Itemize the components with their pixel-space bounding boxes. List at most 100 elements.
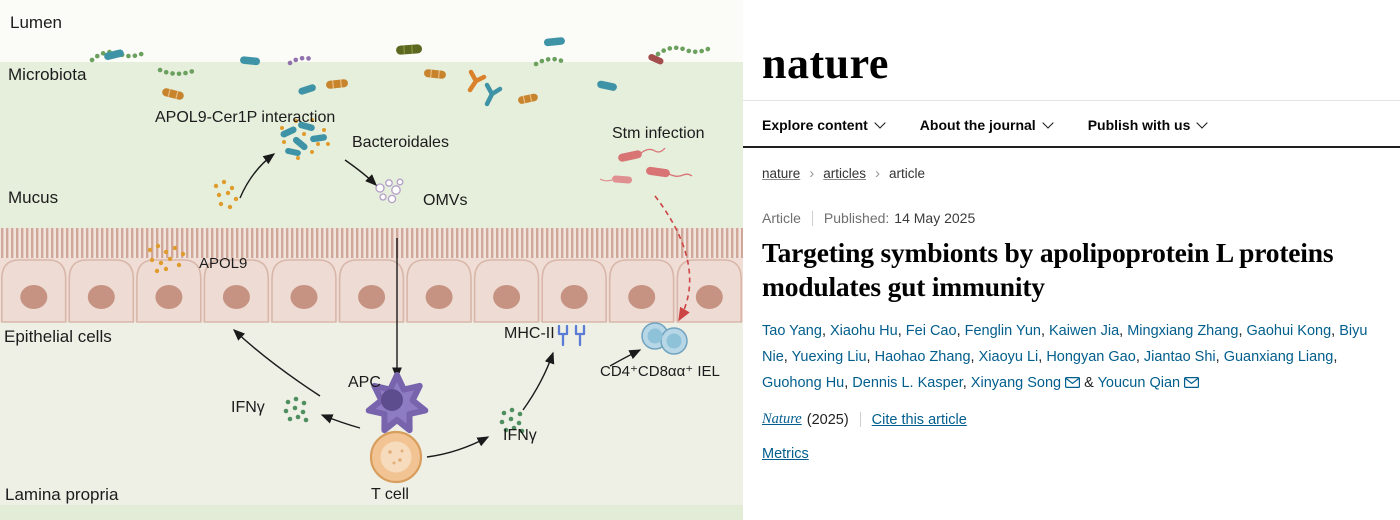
omv-vesicles xyxy=(375,178,404,204)
author-link[interactable]: Jiantao Shi xyxy=(1143,349,1216,366)
metrics-link[interactable]: Metrics xyxy=(762,446,809,463)
author-link[interactable]: Mingxiang Zhang xyxy=(1127,323,1239,340)
article-meta: Article Published: 14 May 2025 xyxy=(762,210,1376,226)
nav-item-about-the-journal[interactable]: About the journal xyxy=(919,116,1054,133)
signal-arrows xyxy=(232,153,642,458)
author-separator: , xyxy=(866,349,875,366)
author-separator: , xyxy=(783,349,792,366)
author-link[interactable]: Dennis L. Kasper xyxy=(852,375,963,392)
label-ifng-left: IFNγ xyxy=(231,399,265,416)
breadcrumb-articles[interactable]: articles xyxy=(823,166,867,181)
cite-link[interactable]: Cite this article xyxy=(871,411,967,428)
microbiota-bacteria xyxy=(89,37,711,107)
epithelial-cell-row xyxy=(1,259,742,323)
t-cell xyxy=(369,430,423,484)
author-link[interactable]: Guohong Hu xyxy=(762,375,845,392)
label-apc: APC xyxy=(348,374,381,391)
chevron-right-icon: › xyxy=(875,165,881,182)
breadcrumb: nature › articles › article xyxy=(762,165,1376,182)
envelope-icon[interactable] xyxy=(1065,377,1081,389)
journal-year: (2025) xyxy=(806,411,849,428)
breadcrumb-article: article xyxy=(889,166,926,181)
author-link[interactable]: Fenglin Yun xyxy=(964,323,1041,340)
author-separator: , xyxy=(1119,323,1128,340)
envelope-icon[interactable] xyxy=(1184,377,1200,389)
author-link[interactable]: Guanxiang Liang xyxy=(1223,349,1334,366)
pathway-diagram xyxy=(0,37,743,520)
author-link[interactable]: Fei Cao xyxy=(905,323,957,340)
author-link[interactable]: Youcun Qian xyxy=(1097,375,1181,392)
label-microbiota: Microbiota xyxy=(8,65,87,84)
author-link[interactable]: Xiaohu Hu xyxy=(830,323,898,340)
ifng-dots-left xyxy=(283,396,309,423)
apc-cell xyxy=(365,372,429,434)
author-separator: , xyxy=(844,375,853,392)
author-separator: , xyxy=(970,349,979,366)
journal-row: Nature (2025) Cite this article xyxy=(762,411,1376,428)
author-separator: , xyxy=(821,323,830,340)
label-omvs: OMVs xyxy=(423,192,468,209)
author-link[interactable]: Xinyang Song xyxy=(970,375,1062,392)
label-lumen: Lumen xyxy=(10,13,62,32)
label-iel: CD4⁺CD8αα⁺ IEL xyxy=(600,363,720,380)
journal-link[interactable]: Nature xyxy=(762,411,802,428)
chevron-down-icon xyxy=(1042,116,1054,129)
divider xyxy=(743,100,1400,101)
iel-cells xyxy=(641,322,688,355)
label-mhc-ii: MHC-II xyxy=(504,325,555,342)
metrics-row: Metrics xyxy=(762,445,1376,463)
label-t-cell: T cell xyxy=(371,486,409,503)
author-separator: , xyxy=(1135,349,1144,366)
author-separator: , xyxy=(962,375,971,392)
chevron-right-icon: › xyxy=(809,165,815,182)
author-separator: , xyxy=(1333,349,1338,366)
author-link[interactable]: Xiaoyu Li xyxy=(978,349,1039,366)
author-list: Tao Yang, Xiaohu Hu, Fei Cao, Fenglin Yu… xyxy=(762,318,1376,396)
ifng-dots-right xyxy=(499,407,525,434)
divider xyxy=(743,146,1400,148)
author-link[interactable]: Kaiwen Jia xyxy=(1049,323,1120,340)
label-bacteroidales: Bacteroidales xyxy=(352,134,449,151)
author-link[interactable]: Yuexing Liu xyxy=(791,349,867,366)
label-mucus: Mucus xyxy=(8,188,59,207)
article-title: Targeting symbionts by apolipoprotein L … xyxy=(762,237,1334,302)
breadcrumb-nature[interactable]: nature xyxy=(762,166,801,181)
nav-item-explore-content[interactable]: Explore content xyxy=(762,116,886,133)
mhc2-icons xyxy=(557,324,586,347)
nav-item-label: Explore content xyxy=(762,116,868,133)
author-link[interactable]: Tao Yang xyxy=(762,323,822,340)
chevron-down-icon xyxy=(874,116,886,129)
chevron-down-icon xyxy=(1196,116,1209,129)
published-date: 14 May 2025 xyxy=(894,210,976,226)
author-separator: , xyxy=(1038,349,1047,366)
author-link[interactable]: Haohao Zhang xyxy=(874,349,971,366)
stm-bacteria xyxy=(599,147,693,184)
article-type: Article xyxy=(762,210,801,226)
site-nav: Explore content About the journal Publish … xyxy=(762,111,1376,138)
author-separator: , xyxy=(1040,323,1050,340)
author-separator: & xyxy=(1080,375,1098,392)
figure-panel: Lumen Microbiota APOL9-Cer1P interaction… xyxy=(0,13,743,520)
nav-item-publish-with-us[interactable]: Publish with us xyxy=(1087,116,1209,133)
author-link[interactable]: Gaohui Kong xyxy=(1246,323,1332,340)
nature-logo[interactable]: nature xyxy=(762,39,889,88)
author-link[interactable]: Biyu Nie xyxy=(762,323,1368,366)
author-separator: , xyxy=(956,323,965,340)
nav-item-label: About the journal xyxy=(919,116,1036,133)
author-separator: , xyxy=(1238,323,1247,340)
author-separator: , xyxy=(897,323,906,340)
bacteroidales-cluster xyxy=(280,118,330,160)
author-separator: , xyxy=(1331,323,1340,340)
label-ifng-right: IFNγ xyxy=(503,427,537,444)
label-apol9: APOL9 xyxy=(199,255,248,272)
author-separator: , xyxy=(1215,349,1224,366)
nav-item-label: Publish with us xyxy=(1087,116,1191,133)
label-lamina-propria: Lamina propria xyxy=(5,485,119,504)
label-epithelial-cells: Epithelial cells xyxy=(4,327,112,346)
label-stm-infection: Stm infection xyxy=(612,125,705,142)
author-link[interactable]: Hongyan Gao xyxy=(1046,349,1136,366)
published-label: Published: xyxy=(823,210,890,226)
stm-infection-arrow xyxy=(654,195,691,322)
